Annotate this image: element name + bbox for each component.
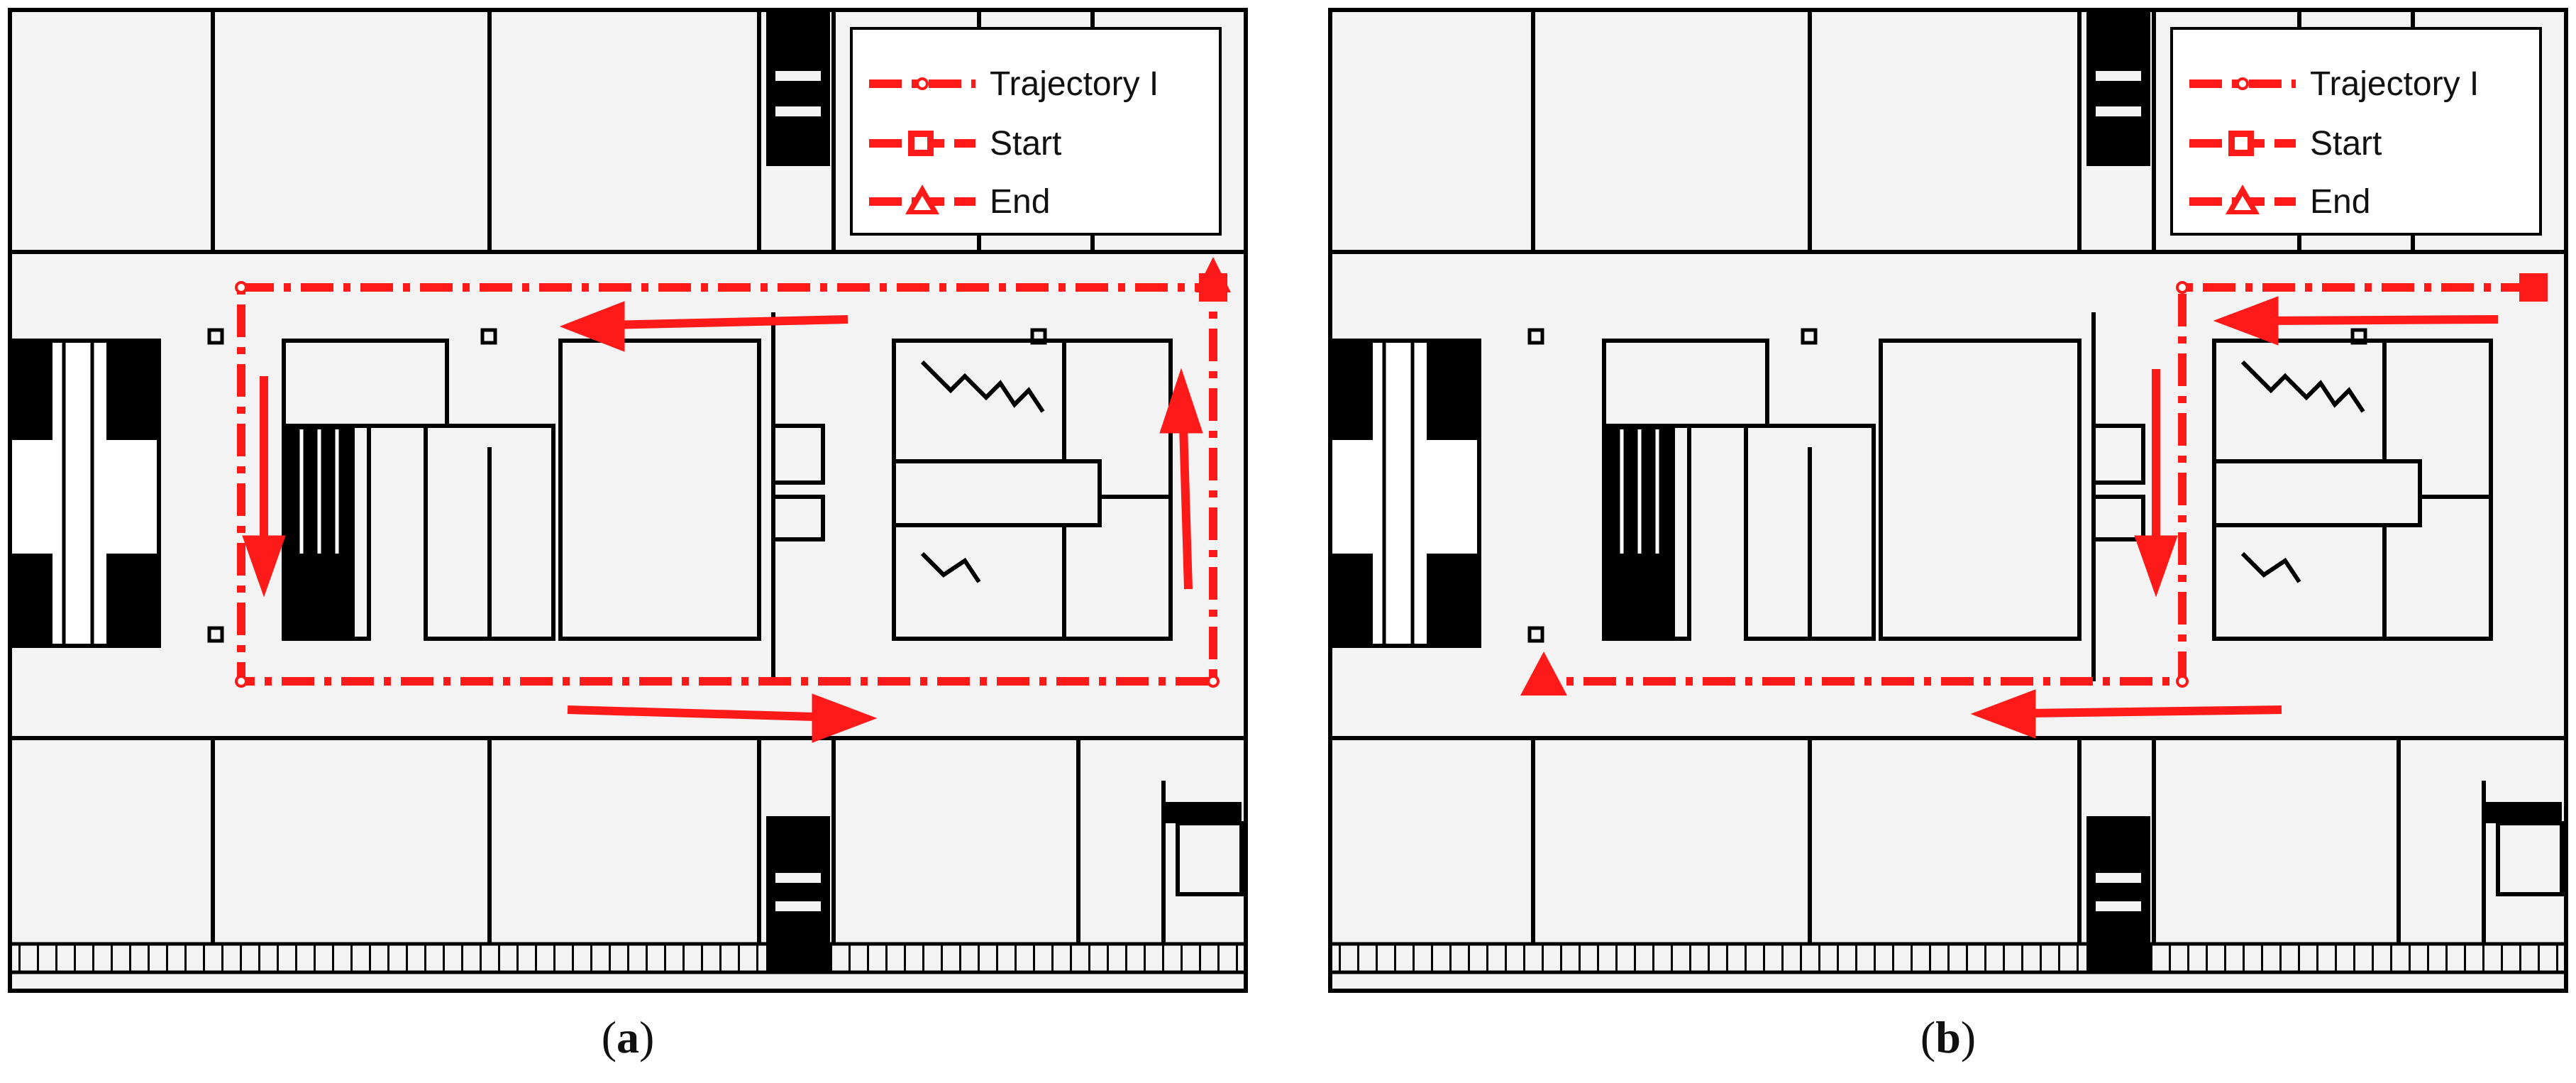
caption-a-letter: a <box>617 1012 639 1062</box>
legend-end-label: End <box>990 183 1050 221</box>
left-stairs <box>1328 339 1481 648</box>
legend-trajectory-label: Trajectory I <box>2310 65 2479 103</box>
outer-wall-ticks <box>1330 944 2566 972</box>
shaft-bottom <box>766 816 830 972</box>
caption-b: (b) <box>1920 1012 1977 1062</box>
legend-end-label: End <box>2310 183 2370 221</box>
direction-arrows-b <box>1970 296 2499 739</box>
panel-b: Trajectory I Start End (b) <box>1320 0 2576 1083</box>
trajectory-path-b <box>1547 283 2533 686</box>
legend-start-label: Start <box>2310 125 2382 163</box>
floor-plan-map-b: Trajectory I Start End <box>1328 8 2568 993</box>
shaft-bottom <box>2086 816 2150 972</box>
direction-arrows-a <box>242 301 1203 743</box>
bottom-rooms <box>10 736 1246 944</box>
shaft-top <box>766 10 830 166</box>
legend-b: Trajectory I Start End <box>2170 27 2542 236</box>
legend-start-label: Start <box>990 125 1061 163</box>
caption-b-letter: b <box>1935 1012 1961 1062</box>
end-marker-icon <box>1195 257 1231 292</box>
panel-a: Trajectory I Start End (a) <box>0 0 1256 1083</box>
legend-a: Trajectory I Start End <box>850 27 1222 236</box>
left-stairs <box>8 339 161 648</box>
caption-a: (a) <box>601 1012 655 1062</box>
bottom-rooms <box>1330 736 2566 944</box>
end-marker-icon <box>1520 652 1567 696</box>
outer-wall-ticks <box>10 944 1246 972</box>
shaft-top <box>2086 10 2150 166</box>
legend-trajectory-label: Trajectory I <box>990 65 1159 103</box>
floor-plan-map-a: Trajectory I Start End <box>8 8 1248 993</box>
